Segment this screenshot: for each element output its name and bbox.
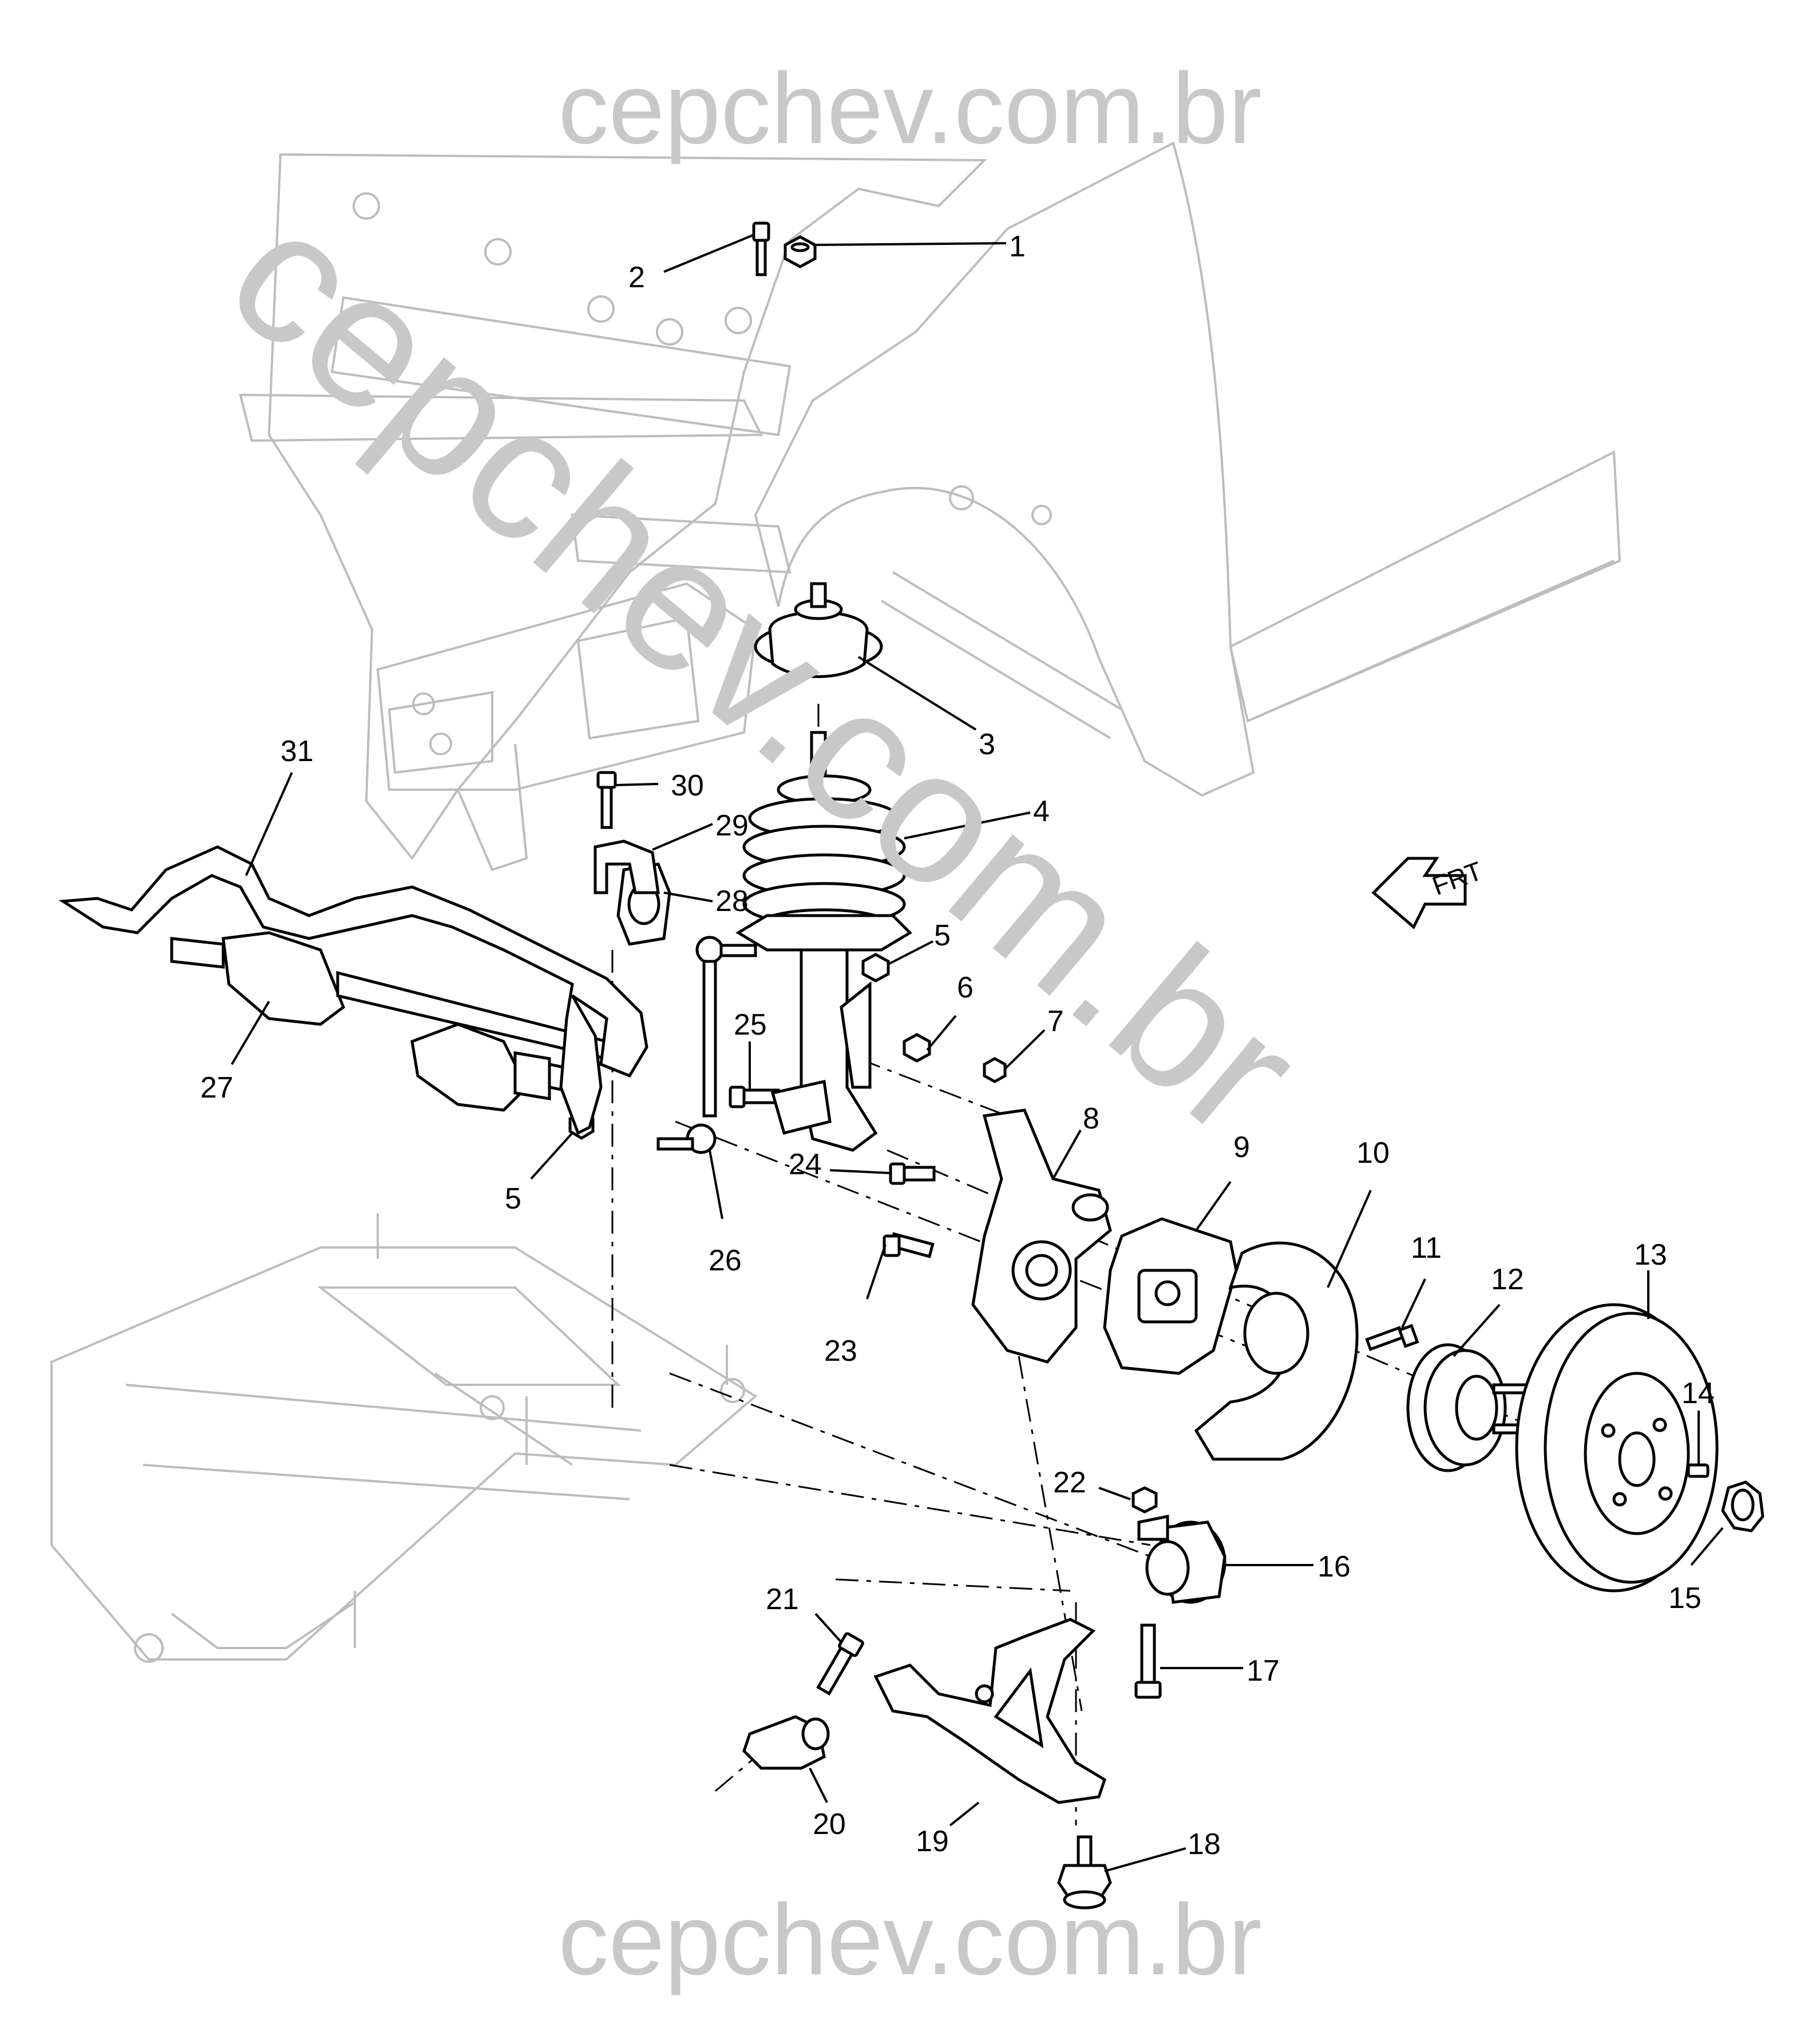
callout-4: 4 xyxy=(1033,795,1050,828)
brake-rotor xyxy=(1515,1303,1719,1593)
strut-bracket-bolt xyxy=(729,1079,832,1135)
clamp-bolt xyxy=(596,771,617,829)
front-bushing-bolt xyxy=(816,1632,864,1696)
callout-18: 18 xyxy=(1188,1828,1221,1861)
callout-10: 10 xyxy=(1356,1136,1390,1170)
lower-ball-joint xyxy=(1057,1835,1112,1910)
callout-29: 29 xyxy=(715,809,749,842)
callout-15: 15 xyxy=(1668,1582,1702,1615)
strut-to-knuckle-nut xyxy=(903,1033,931,1063)
callout-11: 11 xyxy=(1411,1231,1442,1265)
callout-13: 13 xyxy=(1634,1238,1667,1272)
vehicle-body-structure xyxy=(239,141,1621,872)
callout-14: 14 xyxy=(1681,1377,1715,1410)
front-subframe xyxy=(50,1213,758,1663)
caliper-bolt-upper xyxy=(889,1162,936,1185)
callout-7: 7 xyxy=(1047,1005,1064,1038)
callout-2: 2 xyxy=(628,261,645,294)
upper-mount-nut xyxy=(784,235,817,268)
upper-mount-bolt xyxy=(752,221,770,276)
stabilizer-bar xyxy=(58,845,648,1135)
callout-1: 1 xyxy=(1009,230,1026,263)
callout-28: 28 xyxy=(715,885,749,918)
hub-bolt xyxy=(1365,1324,1419,1351)
steering-knuckle xyxy=(971,1108,1112,1364)
lower-arm-front-bushing xyxy=(742,1715,830,1770)
callout-9: 9 xyxy=(1233,1131,1250,1164)
front-direction-arrow: FRT xyxy=(1371,855,1486,929)
rotor-screw xyxy=(1687,1463,1710,1478)
callout-26: 26 xyxy=(709,1244,742,1277)
hub-nut xyxy=(1721,1480,1764,1532)
callout-5-upper: 5 xyxy=(934,919,951,952)
callout-24: 24 xyxy=(789,1148,822,1181)
brake-caliper xyxy=(1103,1217,1238,1375)
callout-17: 17 xyxy=(1247,1654,1280,1688)
stabilizer-link xyxy=(656,936,757,1154)
drive-axle xyxy=(170,931,608,1112)
caliper-bolt-lower xyxy=(883,1232,935,1258)
callout-12: 12 xyxy=(1491,1263,1524,1296)
link-nut-upper xyxy=(861,953,890,983)
bushing-nut xyxy=(1131,1486,1158,1514)
callout-16: 16 xyxy=(1317,1550,1351,1583)
lower-control-arm xyxy=(873,1618,1107,1804)
callout-21: 21 xyxy=(766,1583,799,1616)
lower-arm-rear-bushing xyxy=(1137,1514,1226,1604)
callout-20: 20 xyxy=(813,1808,846,1841)
callout-3: 3 xyxy=(979,728,995,761)
callout-19: 19 xyxy=(916,1825,949,1858)
callout-22: 22 xyxy=(1053,1466,1086,1499)
callout-5-lower: 5 xyxy=(505,1182,521,1215)
callout-25: 25 xyxy=(734,1008,767,1041)
bushing-bolt xyxy=(1134,1623,1162,1699)
callout-6: 6 xyxy=(957,971,974,1004)
callout-27: 27 xyxy=(200,1071,234,1104)
stabilizer-bar-clamp xyxy=(594,839,660,894)
callout-8: 8 xyxy=(1083,1102,1099,1135)
watermark-bottom: cepchev.com.br xyxy=(558,1884,1261,1996)
callout-labels: 1 2 3 4 5 5 6 7 8 9 10 11 12 13 14 15 16… xyxy=(200,230,1715,1861)
callout-31: 31 xyxy=(280,735,314,768)
knuckle-nut xyxy=(983,1057,1007,1083)
watermark-top: cepchev.com.br xyxy=(558,53,1261,165)
callout-30: 30 xyxy=(671,769,704,802)
leader-lines xyxy=(231,233,1724,1872)
strut-mount xyxy=(754,582,883,678)
wheel-hub-bearing xyxy=(1406,1343,1530,1472)
callout-23: 23 xyxy=(824,1334,857,1368)
brake-shield xyxy=(1194,1241,1359,1461)
